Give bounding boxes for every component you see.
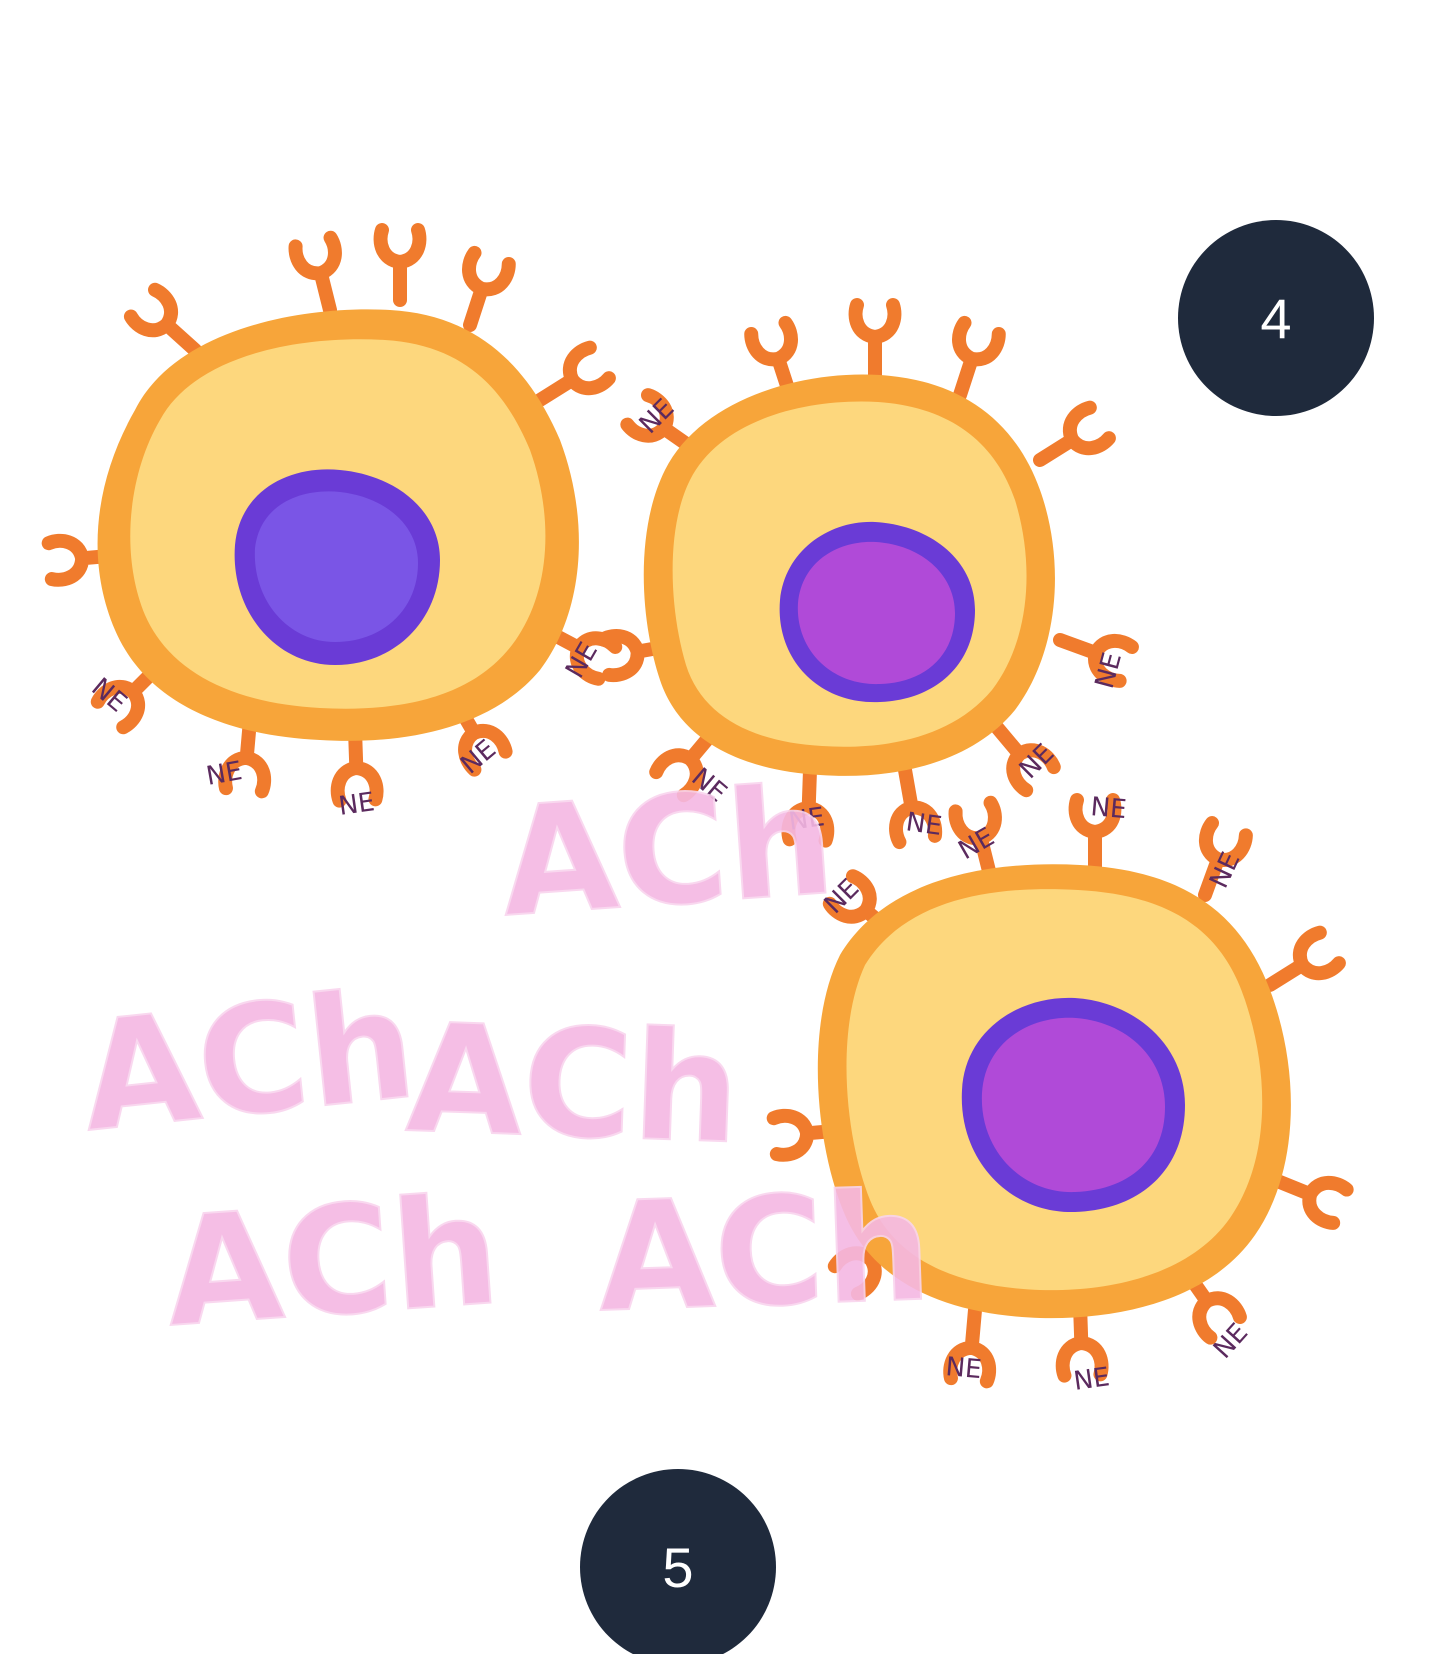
cell-2: NE NE NE NE NE NE	[603, 305, 1133, 842]
ach-label: ACh	[160, 1164, 504, 1361]
cell-1: NE NE NE NE NE	[49, 230, 616, 822]
ach-label: ACh	[404, 992, 743, 1178]
cell-3-nucleus-inner	[981, 1017, 1165, 1193]
cell-1-nucleus-inner	[254, 491, 418, 642]
ne-label: NE	[1208, 1318, 1254, 1365]
ne-label: NE	[944, 1352, 982, 1385]
ne-label: NE	[1072, 1362, 1112, 1397]
ach-label: ACh	[495, 754, 839, 951]
cell-2-nucleus-inner	[797, 541, 955, 685]
ne-label: NE	[337, 787, 377, 822]
ach-label: ACh	[595, 1160, 934, 1346]
step-badge-label: 5	[662, 1536, 693, 1599]
step-badge-label: 4	[1260, 287, 1291, 350]
ne-label: NE	[204, 756, 245, 792]
ne-label: NE	[1089, 792, 1127, 825]
ach-label: ACh	[74, 958, 423, 1166]
step-badge-5: 5	[580, 1469, 776, 1654]
ne-label: NE	[787, 802, 827, 837]
cell-3: NE NE NE NE NE NE NE	[774, 792, 1348, 1397]
ne-label: NE	[904, 807, 944, 842]
ne-label: NE	[86, 672, 133, 718]
step-badge-4: 4	[1178, 220, 1374, 416]
ach-molecules: ACh ACh ACh ACh ACh	[73, 753, 935, 1362]
